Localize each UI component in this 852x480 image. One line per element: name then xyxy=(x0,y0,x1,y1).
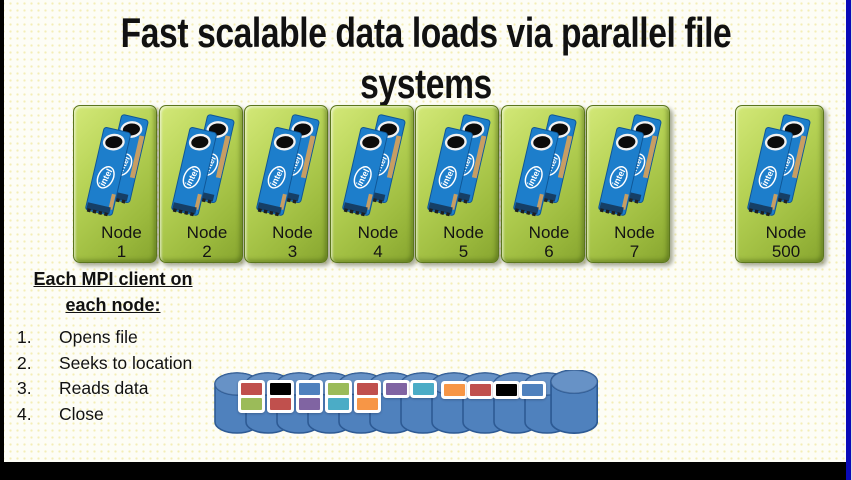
data-block-tiles xyxy=(214,370,598,438)
node-box-5: Node 5 xyxy=(415,105,499,263)
intel-coprocessor-cards-icon xyxy=(425,113,492,219)
node-name: Node xyxy=(765,223,807,242)
node-label: Node 5 xyxy=(416,223,498,261)
data-block-tile xyxy=(493,381,520,399)
video-frame-left-bar xyxy=(0,0,4,480)
node-number: 500 xyxy=(771,241,801,261)
mpi-client-panel: Each MPI client on each node: 1. Opens f… xyxy=(6,266,220,427)
node-box-2: Node 2 xyxy=(158,105,243,263)
data-block xyxy=(299,383,320,395)
list-item: 3. Reads data xyxy=(6,376,220,402)
node-name: Node xyxy=(186,223,228,242)
node-name: Node xyxy=(443,223,484,242)
list-item: 4. Close xyxy=(6,402,220,428)
data-block-tile xyxy=(325,380,352,413)
mpi-steps-list: 1. Opens file 2. Seeks to location 3. Re… xyxy=(6,325,220,427)
data-block xyxy=(496,384,517,396)
data-block xyxy=(241,383,262,395)
node-label: Node 4 xyxy=(331,223,413,261)
mpi-heading-line2: each node: xyxy=(65,295,161,315)
node-name: Node xyxy=(357,223,399,242)
data-block xyxy=(328,383,349,395)
slide-title: Fast scalable data loads via parallel fi… xyxy=(85,7,767,109)
slide-title-line2: systems xyxy=(360,60,492,107)
data-block-tile xyxy=(238,380,265,413)
node-box-1: Node 1 xyxy=(73,105,157,263)
data-block-tile xyxy=(410,380,437,398)
slide-title-line1: Fast scalable data loads via parallel fi… xyxy=(120,9,732,56)
data-block xyxy=(270,398,291,410)
data-block xyxy=(357,383,378,395)
node-number: 4 xyxy=(373,241,383,261)
node-number: 6 xyxy=(544,241,554,261)
intel-coprocessor-cards-icon xyxy=(511,113,578,219)
data-block xyxy=(270,383,291,395)
step-text: Reads data xyxy=(59,378,149,398)
intel-coprocessor-cards-icon xyxy=(169,113,236,219)
node-name: Node xyxy=(614,223,655,242)
node-box-4: Node 4 xyxy=(329,105,414,263)
node-number: 7 xyxy=(629,241,640,261)
data-block xyxy=(470,384,491,396)
data-block-tile xyxy=(296,380,323,413)
node-number: 3 xyxy=(287,241,298,261)
data-block-tile xyxy=(467,381,494,399)
node-label: Node 6 xyxy=(502,223,584,261)
mpi-heading-line1: Each MPI client on xyxy=(33,269,193,289)
data-block xyxy=(241,398,262,410)
step-text: Seeks to location xyxy=(59,352,193,373)
data-block xyxy=(328,398,349,410)
node-number: 5 xyxy=(458,241,469,261)
step-number: 2. xyxy=(17,352,32,373)
intel-coprocessor-cards-icon xyxy=(745,113,812,219)
data-block xyxy=(357,398,378,410)
data-block-tile xyxy=(267,380,294,413)
node-label: Node 500 xyxy=(736,223,823,261)
data-block xyxy=(299,398,320,410)
data-block xyxy=(444,384,465,396)
node-number: 1 xyxy=(116,241,127,261)
intel-coprocessor-cards-icon xyxy=(340,113,407,219)
intel-coprocessor-cards-icon xyxy=(254,113,321,219)
node-box-6: Node 6 xyxy=(500,105,585,263)
node-label: Node 2 xyxy=(160,223,242,261)
node-box-3: Node 3 xyxy=(244,105,328,263)
parallel-storage-array xyxy=(214,370,598,438)
mpi-heading: Each MPI client on each node: xyxy=(6,266,220,318)
data-block-tile xyxy=(519,381,546,399)
data-block xyxy=(522,384,543,396)
data-block xyxy=(413,383,434,395)
list-item: 2. Seeks to location xyxy=(6,351,220,377)
step-number: 4. xyxy=(17,403,32,424)
node-name: Node xyxy=(528,223,570,242)
node-box-7: Node 7 xyxy=(586,105,670,263)
data-block xyxy=(386,383,407,395)
node-label: Node 7 xyxy=(587,223,669,261)
step-text: Opens file xyxy=(59,327,138,347)
step-number: 3. xyxy=(17,378,32,398)
intel-coprocessor-cards-icon xyxy=(83,113,150,219)
video-frame-right-stripe xyxy=(846,0,851,480)
data-block-tile xyxy=(354,380,381,413)
node-number: 2 xyxy=(202,241,212,261)
step-text: Close xyxy=(59,403,104,424)
data-block-tile xyxy=(441,381,468,399)
intel-coprocessor-cards-icon xyxy=(596,113,663,219)
compute-nodes-row: Node 1 Node 2 Node 3 Node 4 xyxy=(73,105,670,263)
node-name: Node xyxy=(272,223,313,242)
node-box-500: Node 500 xyxy=(735,105,824,263)
video-frame-bottom-bar xyxy=(0,462,846,480)
step-number: 1. xyxy=(17,327,32,347)
node-label: Node 1 xyxy=(74,223,156,261)
node-name: Node xyxy=(101,223,142,242)
node-label: Node 3 xyxy=(245,223,327,261)
data-block-tile xyxy=(383,380,410,398)
list-item: 1. Opens file xyxy=(6,325,220,351)
